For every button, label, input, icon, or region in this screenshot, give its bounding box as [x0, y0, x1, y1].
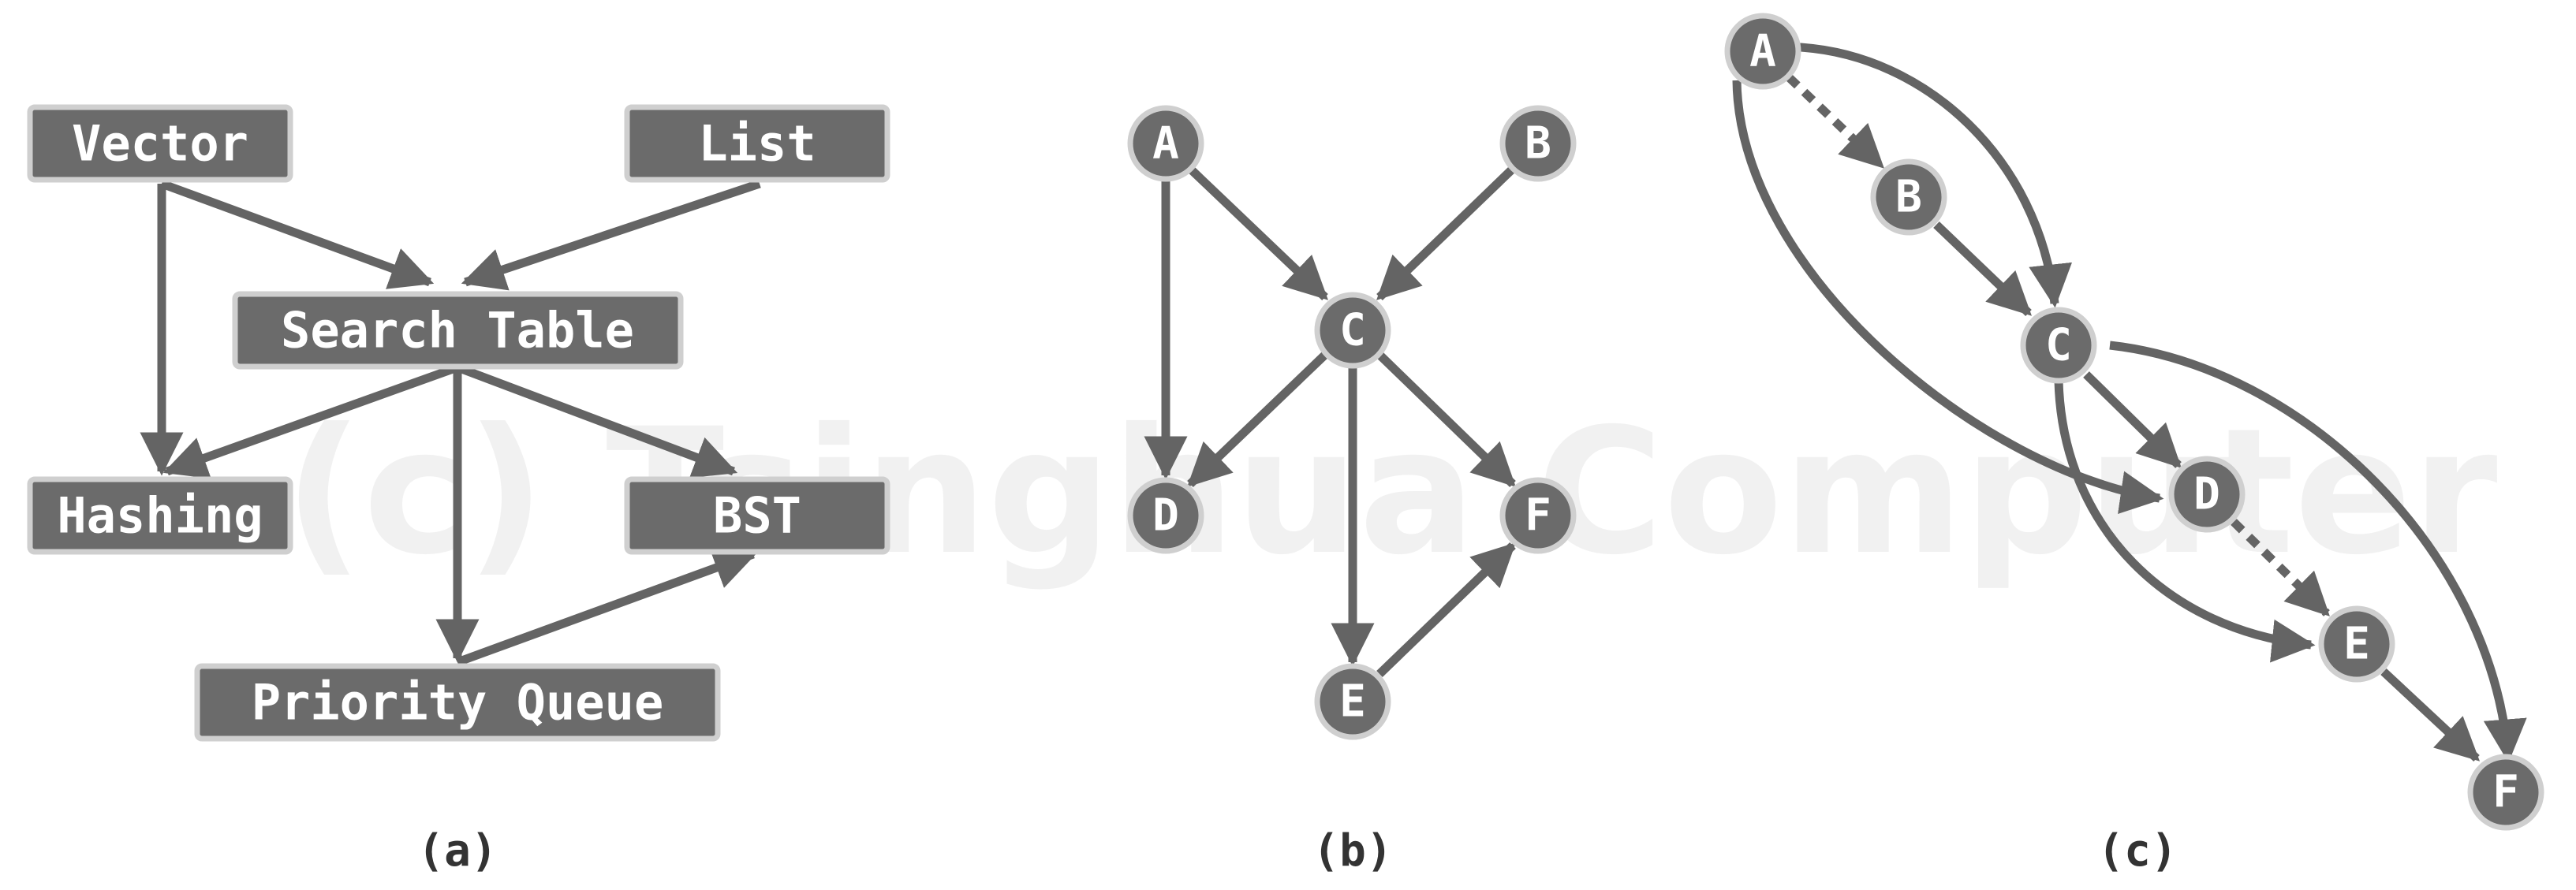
watermark-text: (c) Tsinghua Computer — [284, 391, 2498, 593]
node-c-d-label: D — [2193, 469, 2220, 520]
panel-c: A B C D E F (c) — [1724, 13, 2544, 877]
node-b-b-label: B — [1525, 118, 1551, 169]
edge-b-b-c — [1376, 166, 1516, 300]
panel-b: A B C D F E (b) — [1127, 105, 1577, 877]
node-b-e: E — [1314, 663, 1391, 740]
node-c-e: E — [2318, 605, 2395, 683]
node-search-table-label: Search Table — [281, 302, 634, 359]
node-c-c: C — [2020, 307, 2097, 384]
node-search-table: Search Table — [232, 291, 684, 370]
edge-b-e-f — [1376, 542, 1516, 677]
node-b-a-label: A — [1152, 118, 1179, 169]
edge-list-search-table — [461, 179, 761, 291]
node-b-c: C — [1314, 292, 1391, 369]
edge-c-b-c — [1933, 222, 2032, 316]
caption-a: (a) — [417, 825, 497, 877]
caption-b: (b) — [1312, 825, 1392, 877]
edge-c-c-d — [2083, 371, 2182, 468]
node-c-b-label: B — [1895, 172, 1922, 223]
node-vector: Vector — [27, 104, 293, 183]
edge-search-table-hashing — [162, 363, 459, 479]
node-c-b: B — [1870, 158, 1947, 236]
node-list: List — [624, 104, 890, 183]
edge-c-c-e — [2054, 380, 2316, 663]
node-c-a-label: A — [1749, 26, 1776, 77]
node-c-e-label: E — [2343, 619, 2370, 670]
node-b-b: B — [1499, 105, 1577, 182]
node-b-d-label: D — [1152, 490, 1179, 542]
edge-c-e-f — [2380, 668, 2481, 762]
node-list-label: List — [698, 115, 816, 173]
edge-search-table-bst — [456, 363, 738, 479]
node-b-e-label: E — [1339, 676, 1366, 728]
edge-priority-queue-bst — [456, 547, 758, 667]
node-b-d: D — [1127, 477, 1204, 554]
edge-b-c-f — [1376, 352, 1516, 487]
edge-b-a-c — [1187, 166, 1328, 300]
node-hashing-label: Hashing — [57, 487, 263, 545]
node-b-f-label: F — [1525, 490, 1551, 542]
node-c-d: D — [2168, 456, 2246, 533]
node-b-f: F — [1499, 477, 1577, 554]
node-priority-queue-label: Priority Queue — [252, 674, 664, 732]
edge-b-c-d — [1187, 352, 1328, 487]
edge-c-a-c — [1799, 43, 2072, 308]
node-vector-label: Vector — [72, 115, 248, 173]
node-c-f-label: F — [2492, 767, 2519, 818]
edge-c-c-f — [2109, 341, 2527, 763]
node-priority-queue: Priority Queue — [194, 663, 721, 742]
node-bst: BST — [624, 476, 890, 555]
node-c-f: F — [2467, 754, 2544, 831]
node-bst-label: BST — [713, 487, 801, 545]
edge-c-a-b — [1786, 74, 1884, 169]
node-hashing: Hashing — [27, 476, 293, 555]
node-c-a: A — [1724, 13, 1801, 90]
edge-c-d-e — [2231, 519, 2330, 616]
node-b-a: A — [1127, 105, 1204, 182]
node-b-c-label: C — [1339, 305, 1366, 356]
node-c-c-label: C — [2045, 320, 2072, 371]
caption-c: (c) — [2097, 825, 2177, 877]
panel-a: Vector List Search Table Hashing BST Pri… — [27, 104, 890, 877]
edge-vector-search-table — [160, 179, 435, 289]
